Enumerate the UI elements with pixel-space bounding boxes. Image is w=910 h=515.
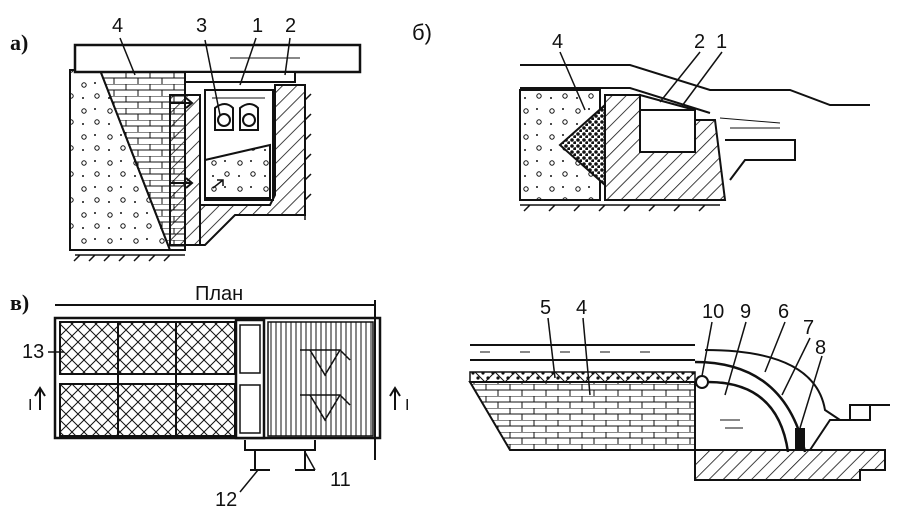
callout-1-a: 1	[252, 15, 264, 37]
callout-11: 11	[330, 469, 351, 491]
panel-v-section	[468, 317, 890, 481]
panel-b-section	[519, 51, 870, 212]
callout-4-v: 4	[576, 297, 588, 319]
plan-title: План	[195, 283, 244, 305]
panel-a-section	[69, 37, 362, 262]
callout-6: 6	[778, 301, 790, 323]
section-mark-right: I	[405, 397, 410, 414]
callout-2-a: 2	[285, 15, 297, 37]
callout-4-b: 4	[552, 31, 564, 53]
callout-4-a: 4	[112, 15, 124, 37]
callout-3-a: 3	[196, 15, 208, 37]
callout-13: 13	[22, 341, 45, 363]
callout-9: 9	[740, 301, 752, 323]
callout-10: 10	[702, 301, 725, 323]
panel-b-label: б)	[412, 20, 432, 45]
panel-v-label: в)	[10, 290, 30, 315]
section-mark-left: I	[28, 397, 33, 414]
callout-12: 12	[215, 489, 238, 511]
callout-5: 5	[540, 297, 552, 319]
callout-8: 8	[815, 337, 827, 359]
callout-2-b: 2	[694, 31, 706, 53]
panel-a-label: а)	[10, 30, 29, 55]
panel-v-plan	[34, 300, 401, 493]
callout-7: 7	[803, 317, 815, 339]
callout-1-b: 1	[716, 31, 728, 53]
